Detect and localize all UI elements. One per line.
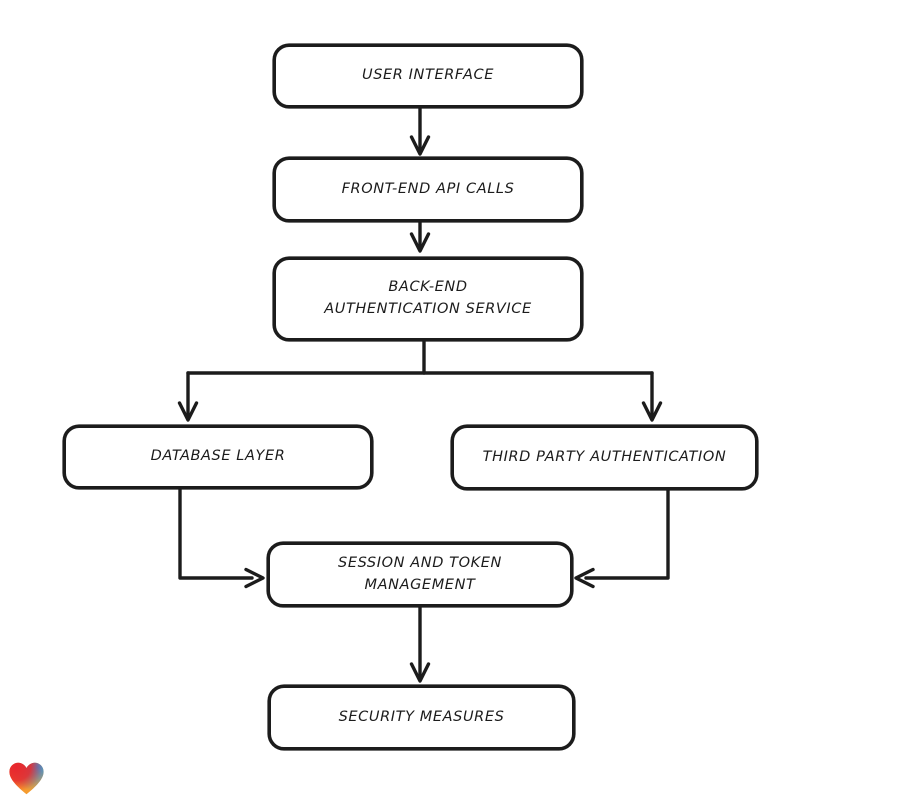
edge-front-end-api-calls-to-back-end-authentication-service — [409, 220, 431, 253]
edge-session-and-token-management-to-security-measures — [409, 605, 431, 683]
node-third-party-authentication[interactable]: THIRD PARTY AUTHENTICATION — [451, 425, 758, 490]
node-label: SECURITY MEASURES — [338, 708, 505, 725]
node-security-measures[interactable]: SECURITY MEASURES — [268, 685, 575, 750]
edge-third-party-authentication-to-session-and-token-management — [574, 488, 670, 589]
node-label: USER INTERFACE — [362, 67, 494, 84]
node-back-end-authentication-service[interactable]: BACK-END AUTHENTICATION SERVICE — [273, 257, 583, 341]
node-front-end-api-calls[interactable]: FRONT-END API CALLS — [273, 157, 583, 222]
node-label: FRONT-END API CALLS — [341, 180, 515, 197]
node-database-layer[interactable]: DATABASE LAYER — [63, 425, 373, 489]
node-label: SESSION AND TOKEN MANAGEMENT — [338, 554, 502, 593]
edge-user-interface-to-front-end-api-calls — [409, 106, 431, 156]
node-label: DATABASE LAYER — [150, 448, 286, 465]
node-label: BACK-END AUTHENTICATION SERVICE — [324, 279, 532, 317]
edge-back-end-authentication-service-split — [177, 339, 663, 422]
node-user-interface[interactable]: USER INTERFACE — [273, 44, 583, 108]
heart-gradient-icon — [8, 761, 45, 796]
node-session-and-token-management[interactable]: SESSION AND TOKEN MANAGEMENT — [267, 542, 573, 607]
node-label: THIRD PARTY AUTHENTICATION — [482, 448, 727, 465]
edge-database-layer-to-session-and-token-management — [178, 487, 265, 589]
